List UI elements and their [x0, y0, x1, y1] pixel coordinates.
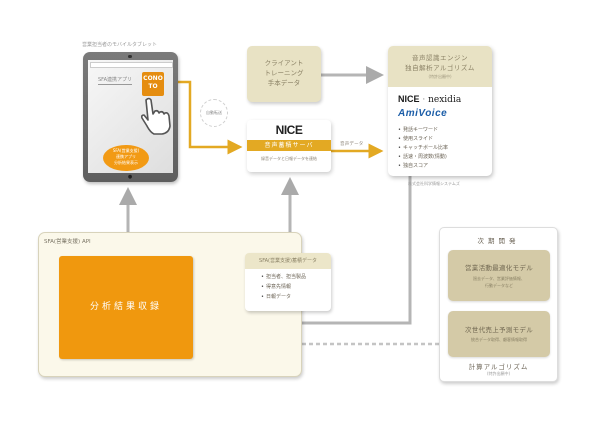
- feature-item: 話速・周波数(情動): [398, 153, 448, 162]
- sfa-stored-data-box: SFA(営業支援)蓄積データ 担当者、担当製品 得意先情報 日報データ: [245, 253, 331, 311]
- nexidia-logo-text: nexidia: [428, 95, 462, 105]
- engine-header: 音声認識エンジン 独自解析アルゴリズム (特許出願中): [388, 46, 492, 87]
- engine-title-1: 音声認識エンジン: [412, 54, 468, 62]
- stored-item: 日報データ: [261, 292, 306, 302]
- sfa-app-bubble: SFA(営業支援) 連携アプリ 分析結果表示: [103, 145, 149, 171]
- nice-server-description: 録音データと日報データを連結: [261, 156, 317, 161]
- hand-pointer-icon: [140, 97, 171, 135]
- engine-title-2: 独自解析アルゴリズム: [405, 64, 475, 72]
- conoto-text-2: TO: [148, 83, 158, 90]
- sfa-panel-title: SFA(営業支援) API: [44, 239, 91, 245]
- arrow-tablet-to-nice: [170, 80, 243, 155]
- model1-name: 営業活動最適化モデル: [465, 264, 533, 272]
- sales-forecast-model-box: 次世代売上予測モデル 統合データ取得、顧客情報取得: [448, 311, 550, 357]
- model2-sub: 統合データ取得、顧客情報取得: [471, 337, 527, 342]
- bubble-line-2: 連携アプリ: [116, 154, 136, 159]
- client-line-2: トレーニング: [264, 69, 304, 77]
- tablet-camera: [128, 55, 132, 58]
- nice-server-title: 音声蓄積サーバ: [247, 140, 331, 151]
- tablet-icon: SFA連携アプリ CONO TO SFA(営業支援) 連携アプリ 分析結果表示 …: [83, 52, 178, 182]
- model1-sub-1: 過去データ、営業評価情報、: [473, 276, 525, 281]
- nice-server-box: NICE 音声蓄積サーバ 録音データと日報データを連結: [247, 120, 331, 172]
- sales-optimization-model-box: 営業活動最適化モデル 過去データ、営業評価情報、 行動データなど: [448, 250, 550, 301]
- feature-item: 独自スコア: [398, 162, 448, 171]
- client-line-3: 手本データ: [267, 79, 301, 87]
- feature-item: キャッチボール比率: [398, 144, 448, 153]
- sfa-app-label: SFA連携アプリ: [98, 77, 133, 85]
- stored-data-title: SFA(営業支援)蓄積データ: [245, 253, 331, 269]
- conoto-text-1: CONO: [143, 75, 163, 82]
- calc-patent-note: (特許出願中): [486, 371, 511, 376]
- next-development-panel: 次期開発 営業活動最適化モデル 過去データ、営業評価情報、 行動データなど 次世…: [439, 227, 558, 382]
- feature-item: 使用スライド: [398, 135, 448, 144]
- stored-item: 得意先情報: [261, 282, 306, 292]
- model2-name: 次世代売上予測モデル: [465, 326, 533, 334]
- engine-credit: 株式会社科学情報システムズ: [408, 181, 460, 186]
- feature-item: 発話キーワード: [398, 126, 448, 135]
- model1-sub-2: 行動データなど: [485, 283, 513, 288]
- engine-feature-list: 発話キーワード 使用スライド キャッチボール比率 話速・周波数(情動) 独自スコ…: [398, 126, 448, 171]
- nice-logo-text: NICE: [398, 94, 420, 104]
- tablet-label: 営業担当者のモバイルタブレット: [82, 42, 158, 48]
- bubble-line-3: 分析結果表示: [114, 160, 138, 165]
- engine-patent-note: (特許出願中): [428, 74, 452, 79]
- client-training-box: クライアント トレーニング 手本データ: [247, 46, 321, 102]
- stored-data-list: 担当者、担当製品 得意先情報 日報データ: [261, 272, 306, 302]
- tablet-url-bar: [90, 62, 173, 68]
- client-line-1: クライアント: [264, 59, 304, 67]
- auto-transfer-badge: 自動転送: [200, 99, 228, 127]
- home-button-icon: ●: [127, 174, 133, 180]
- nice-nexidia-logo: NICE · nexidia: [398, 94, 462, 105]
- bubble-line-1: SFA(営業支援): [112, 148, 140, 153]
- next-dev-title: 次期開発: [477, 237, 520, 245]
- analysis-record-box: 分析結果収録: [59, 256, 193, 359]
- stored-item: 担当者、担当製品: [261, 272, 306, 282]
- amivoice-logo: AmiVoice: [398, 108, 448, 119]
- conoto-app-icon[interactable]: CONO TO: [142, 72, 164, 96]
- voice-engine-box: 音声認識エンジン 独自解析アルゴリズム (特許出願中) NICE · nexid…: [388, 46, 492, 176]
- nice-logo: NICE: [275, 123, 303, 137]
- voice-data-label: 音声データ: [340, 142, 364, 147]
- tablet-screen: SFA連携アプリ CONO TO SFA(営業支援) 連携アプリ 分析結果表示: [88, 60, 173, 173]
- calc-algorithm-title: 計算アルゴリズム: [468, 363, 529, 371]
